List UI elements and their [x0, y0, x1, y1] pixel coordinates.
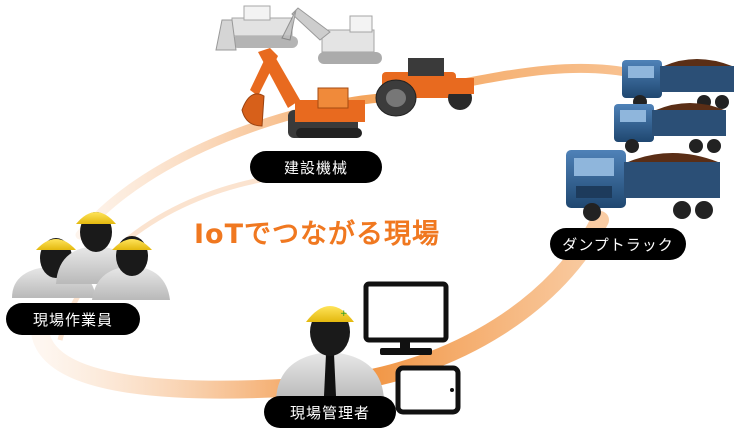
dump-truck-icon [622, 59, 734, 109]
dump-truck-icon [614, 103, 726, 153]
tablet-icon [398, 368, 458, 412]
label-dump-truck: ダンプトラック [550, 228, 686, 260]
headline-iot-site: IoTでつながる現場 [194, 212, 440, 251]
label-construction-machinery: 建設機械 [250, 151, 382, 183]
bulldozer-icon [216, 6, 298, 50]
label-site-manager: 現場管理者 [264, 396, 396, 428]
dump-truck-icon [566, 150, 720, 221]
svg-text:+: + [340, 309, 348, 319]
excavator-icon [282, 8, 382, 64]
monitor-icon [366, 284, 446, 355]
road-roller-icon [376, 58, 474, 116]
label-site-workers: 現場作業員 [6, 303, 140, 335]
